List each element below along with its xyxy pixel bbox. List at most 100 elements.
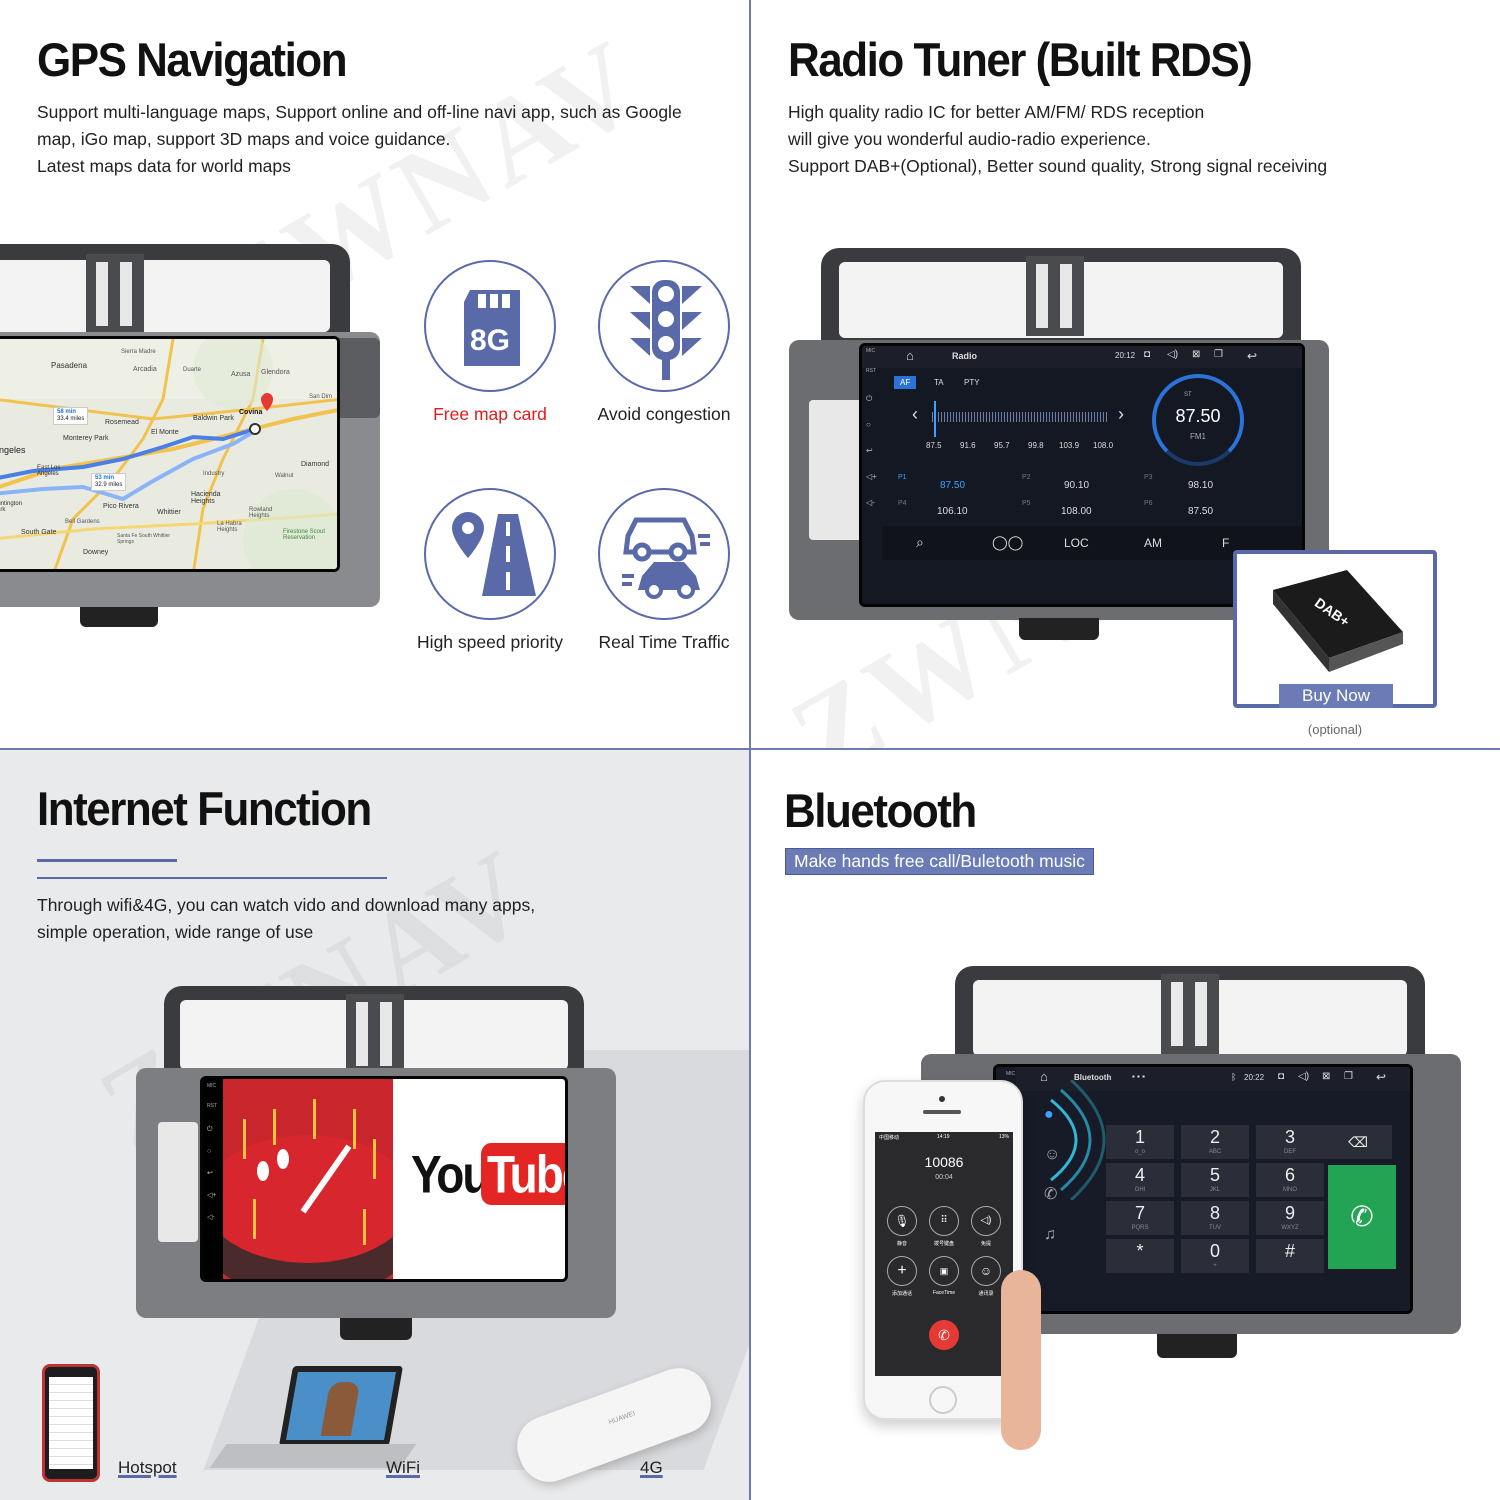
map-label: Hacienda Heights	[191, 491, 221, 505]
dial-key-digit: 7	[1134, 1203, 1145, 1223]
radio-screen[interactable]: ⌂ Radio 20:12 ◘ ◁) ⊠ ❐ ↩ MIC RST ⏻○↩◁+◁-…	[859, 343, 1305, 607]
gps-head-unit: Pasadena Sierra Madre Arcadia Duarte Azu…	[0, 244, 380, 634]
scale-tick: 108.0	[1093, 441, 1114, 450]
preset-button[interactable]: 87.50	[1188, 506, 1214, 517]
call-log-icon[interactable]: ✆	[1044, 1186, 1058, 1203]
home-icon[interactable]: ⌂	[1040, 1069, 1048, 1084]
back-icon[interactable]: ↩	[1247, 349, 1258, 363]
close-app-icon[interactable]: ⊠	[1192, 349, 1201, 360]
home-button[interactable]	[929, 1386, 957, 1414]
route-time: 58 min	[57, 409, 77, 415]
tab-pty[interactable]: PTY	[964, 378, 980, 387]
preset-button[interactable]: 87.50	[940, 480, 966, 491]
scale-tick: 99.8	[1028, 441, 1044, 450]
camera-icon[interactable]: ◘	[1144, 349, 1151, 360]
map-screen[interactable]: Pasadena Sierra Madre Arcadia Duarte Azu…	[0, 336, 340, 572]
camera-icon[interactable]: ◘	[1278, 1071, 1285, 1082]
contacts-icon[interactable]: ☺	[1044, 1146, 1061, 1163]
close-app-icon[interactable]: ⊠	[1322, 1071, 1331, 1082]
add-call-button[interactable]: +	[887, 1256, 917, 1286]
youtube-logo[interactable]: You Tube	[393, 1079, 565, 1279]
cars-icon	[622, 517, 710, 599]
dial-key-digit: 9	[1284, 1203, 1295, 1223]
buy-now-button[interactable]: Buy Now	[1279, 684, 1393, 708]
preset-id: P3	[1144, 474, 1153, 481]
contacts-button[interactable]: ☺	[971, 1256, 1001, 1286]
dial-key-digit: *	[1136, 1241, 1144, 1261]
volume-icon[interactable]: ◁)	[1298, 1071, 1310, 1082]
video-screen[interactable]: MIC RST ⏻○↩◁+◁- You Tube	[200, 1076, 568, 1282]
window-icon[interactable]: ❐	[1344, 1071, 1353, 1082]
seek-forward-icon[interactable]: ›	[1118, 404, 1124, 424]
stereo-indicator: ST	[1184, 392, 1192, 398]
volume-icon[interactable]: ◁)	[1167, 349, 1179, 360]
side-buttons[interactable]: ⏻○↩◁+◁-	[207, 1126, 217, 1221]
phone-screen[interactable]: 中国移动 14:19 13% 10086 00:04 🎙 ⠿ ◁) 静音 拨号键…	[875, 1132, 1013, 1376]
end-call-button[interactable]: ✆	[929, 1320, 959, 1350]
dial-key-letters: DEF	[1284, 1149, 1296, 1155]
map-label: Arcadia	[133, 366, 157, 373]
feature-high-speed-priority: High speed priority	[405, 488, 575, 653]
side-buttons[interactable]: ⏻○↩◁+◁-	[866, 394, 877, 507]
back-icon[interactable]: ↩	[1376, 1070, 1387, 1084]
tab-af[interactable]: AF	[894, 376, 917, 389]
am-button[interactable]: AM	[1144, 536, 1162, 550]
window-icon[interactable]: ❐	[1214, 349, 1223, 360]
phone-time: 14:19	[937, 1134, 950, 1140]
backspace-button[interactable]: ⌫	[1324, 1125, 1392, 1159]
map-label: Covina	[239, 409, 263, 416]
vertical-divider	[749, 0, 751, 1500]
radio-head-unit: ⌂ Radio 20:12 ◘ ◁) ⊠ ❐ ↩ MIC RST ⏻○↩◁+◁-…	[789, 248, 1329, 648]
mute-button[interactable]: 🎙	[887, 1206, 917, 1236]
map-label: Whittier	[157, 509, 181, 516]
road-pin-icon	[452, 512, 536, 596]
usb-dongle-image: HUAWEI	[508, 1359, 720, 1491]
bt-side-menu: ● ☺ ✆ ♫	[1016, 1095, 1086, 1305]
fm-button[interactable]: F	[1222, 536, 1230, 550]
music-icon[interactable]: ♫	[1044, 1226, 1056, 1243]
tab-ta[interactable]: TA	[934, 378, 944, 387]
dial-key[interactable]: #	[1256, 1239, 1324, 1273]
smartphone-image	[42, 1364, 100, 1482]
youtube-tube-text: Tube	[481, 1142, 565, 1206]
dial-key-digit: 4	[1134, 1165, 1145, 1185]
phone-button-label: 免提	[980, 1241, 991, 1247]
route-chip-2[interactable]: 53 min 32.9 miles	[91, 473, 127, 491]
device-hotspot: Hotspot	[40, 1362, 190, 1492]
bt-app-title: Bluetooth	[1074, 1073, 1112, 1082]
stereo-toggle-icon[interactable]: ◯◯	[992, 534, 1024, 550]
bt-devices-icon[interactable]: ●	[1044, 1106, 1054, 1123]
route-chip-1[interactable]: 58 min 33.4 miles	[53, 407, 89, 425]
tuner-scale[interactable]	[932, 412, 1108, 422]
seek-back-icon[interactable]: ‹	[912, 404, 918, 424]
loc-button[interactable]: LOC	[1064, 536, 1089, 550]
device-wifi: WiFi	[209, 1362, 436, 1492]
preset-button[interactable]: 90.10	[1064, 480, 1090, 491]
phone-carrier: 中国移动	[879, 1135, 900, 1141]
route-distance: 33.4 miles	[57, 416, 85, 422]
feature-label: Avoid congestion	[597, 404, 731, 424]
speaker-button[interactable]: ◁)	[971, 1206, 1001, 1236]
preset-button[interactable]: 108.00	[1061, 506, 1092, 517]
keypad-button[interactable]: ⠿	[929, 1206, 959, 1236]
call-button[interactable]: ✆	[1328, 1165, 1396, 1269]
facetime-button[interactable]: ▣	[929, 1256, 959, 1286]
preset-button[interactable]: 106.10	[937, 506, 968, 517]
preset-id: P1	[898, 474, 907, 481]
home-icon[interactable]: ⌂	[906, 348, 914, 363]
dial-key[interactable]: 0+	[1181, 1239, 1249, 1273]
cake-video-thumbnail[interactable]	[203, 1079, 418, 1279]
radio-panel: ZWNAV Radio Tuner (Built RDS) High quali…	[751, 0, 1500, 748]
dial-key[interactable]: *	[1106, 1239, 1174, 1273]
preset-button[interactable]: 98.10	[1188, 480, 1214, 491]
search-icon[interactable]: ⌕	[916, 534, 924, 550]
